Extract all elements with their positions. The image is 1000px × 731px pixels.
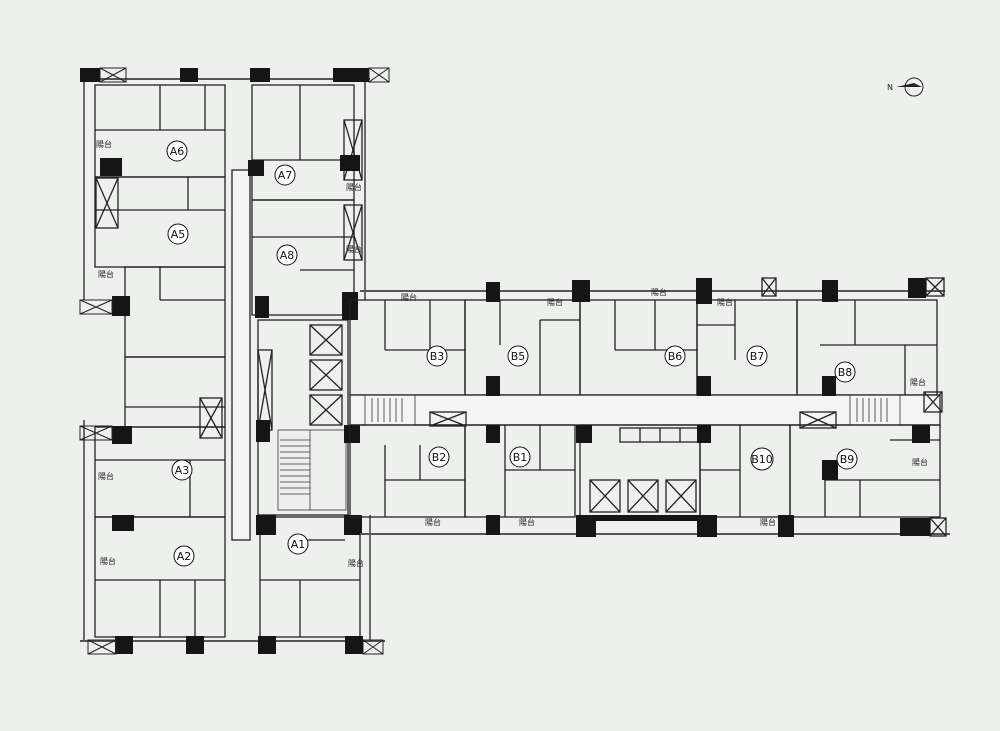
elevator-1 [309, 324, 343, 356]
unit-b5-label: B5 [507, 345, 529, 367]
balcony-label-a8: 陽台 [346, 244, 362, 254]
svg-text:B2: B2 [432, 451, 447, 464]
balcony-label-a6: 陽台 [96, 139, 112, 149]
svg-text:B6: B6 [668, 350, 683, 363]
balcony-label-a1: 陽台 [348, 558, 364, 568]
svg-text:A8: A8 [280, 249, 295, 262]
balcony-label-b1: 陽台 [519, 517, 535, 527]
svg-text:A1: A1 [291, 538, 306, 551]
balcony-label-b5: 陽台 [547, 297, 563, 307]
svg-text:A7: A7 [278, 169, 293, 182]
svg-text:B7: B7 [750, 350, 765, 363]
balcony-label-b2: 陽台 [425, 517, 441, 527]
svg-text:B8: B8 [838, 366, 853, 379]
unit-b10-label: B10 [750, 447, 774, 471]
unit-b8-label: B8 [834, 361, 856, 383]
svg-text:B9: B9 [840, 453, 855, 466]
unit-labels: A6 A7 A5 A8 A3 A2 A1 B3 B5 B6 B7 B8 B2 B… [166, 140, 858, 567]
west-wing [80, 78, 385, 642]
north-compass: N [887, 77, 924, 97]
east-corridor [349, 394, 941, 426]
west-columns [80, 68, 369, 654]
balcony-label-b10: 陽台 [760, 517, 776, 527]
east-wing [349, 277, 950, 537]
balcony-label-b7: 陽台 [717, 297, 733, 307]
svg-text:A6: A6 [170, 145, 185, 158]
svg-text:A2: A2 [177, 550, 192, 563]
unit-a5-label: A5 [167, 223, 189, 245]
svg-text:B10: B10 [751, 453, 773, 466]
unit-a1-label: A1 [287, 533, 309, 555]
svg-text:B1: B1 [513, 451, 528, 464]
balcony-label-b9: 陽台 [912, 457, 928, 467]
unit-a2-label: A2 [173, 545, 195, 567]
balcony-label-a2: 陽台 [100, 556, 116, 566]
svg-text:B5: B5 [511, 350, 526, 363]
unit-a6-label: A6 [166, 140, 188, 162]
compass-arrow-icon [896, 83, 922, 87]
unit-a8-label: A8 [276, 244, 298, 266]
unit-b1-outline [464, 424, 576, 518]
west-stair [277, 429, 347, 511]
balcony-label-b3: 陽台 [401, 292, 417, 302]
unit-a7-label: A7 [274, 164, 296, 186]
balcony-labels: 陽台 陽台 陽台 陽台 陽台 陽台 陽台 陽台 陽台 陽台 陽台 陽台 陽台 陽… [96, 139, 928, 568]
unit-b7-label: B7 [746, 345, 768, 367]
unit-b1-label: B1 [509, 446, 531, 468]
svg-text:A3: A3 [175, 464, 190, 477]
unit-b9-label: B9 [836, 448, 858, 470]
unit-b3-label: B3 [426, 345, 448, 367]
elevator-2 [309, 359, 343, 391]
svg-text:A5: A5 [171, 228, 186, 241]
svg-text:B3: B3 [430, 350, 445, 363]
balcony-label-a3: 陽台 [98, 471, 114, 481]
balcony-label-b8: 陽台 [910, 377, 926, 387]
east-stairs [364, 394, 901, 426]
unit-a1-outline [259, 516, 361, 638]
unit-a8-outline [251, 199, 355, 316]
balcony-label-a7: 陽台 [346, 182, 362, 192]
balcony-label-b6: 陽台 [651, 287, 667, 297]
west-window-frames [79, 67, 390, 655]
balcony-label-a5: 陽台 [98, 269, 114, 279]
unit-b2-label: B2 [428, 446, 450, 468]
svg-text:N: N [887, 83, 893, 92]
elevator-3 [309, 394, 343, 426]
unit-b6-label: B6 [664, 345, 686, 367]
unit-a3-label: A3 [171, 459, 193, 481]
east-columns [486, 278, 930, 537]
west-corridor [231, 169, 251, 541]
